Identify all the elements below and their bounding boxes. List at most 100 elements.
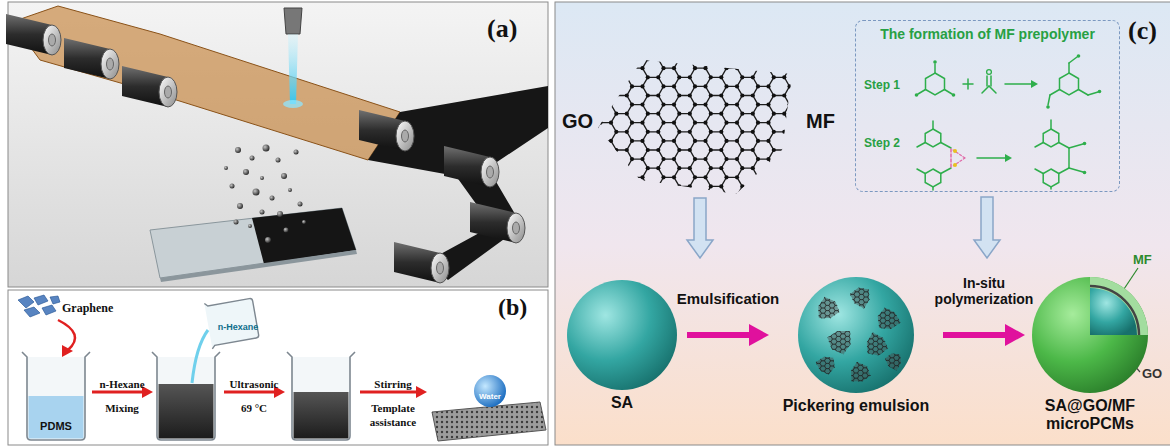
lattice-atom — [787, 157, 791, 161]
sphere-node: SA@GO/MF microPCMs — [1030, 277, 1150, 434]
panel-b-illustration — [157, 357, 215, 440]
chemical-structures — [1069, 144, 1083, 148]
sphere-shape — [798, 277, 914, 393]
chemical-structures — [914, 93, 918, 97]
lattice-atom — [598, 103, 602, 107]
label-slot: 69 °C — [241, 398, 267, 416]
lattice-atom — [751, 112, 755, 116]
panel-a-illustration — [359, 110, 414, 151]
lattice-atom — [772, 112, 776, 116]
lattice-atom — [640, 193, 644, 197]
lattice-atom — [772, 39, 776, 43]
panel-label: Water — [479, 392, 501, 401]
lattice-atom — [614, 203, 618, 207]
lattice-atom — [724, 48, 728, 52]
lattice-atom — [782, 148, 786, 152]
lattice-atom — [577, 193, 581, 197]
lattice-atom — [640, 84, 644, 88]
panel-label: MF — [1133, 253, 1152, 268]
lattice-atom — [661, 193, 665, 197]
lattice-atom — [625, 112, 629, 116]
lattice-atom — [593, 93, 597, 97]
lattice-atom — [782, 130, 786, 134]
lattice-atom — [772, 184, 776, 188]
ablated-particles — [224, 145, 306, 244]
chemical-structures — [1043, 169, 1059, 187]
ablated-particles — [302, 220, 306, 224]
step-label: Step 2 — [864, 137, 900, 151]
chemical-structures — [951, 93, 955, 97]
lattice-atom — [656, 39, 660, 43]
lattice-atom — [782, 57, 786, 61]
lattice-atom — [766, 175, 770, 179]
process-arrow — [687, 324, 769, 346]
ablated-particles — [288, 188, 292, 192]
lattice-atom — [766, 48, 770, 52]
panel-a-illustration — [64, 38, 119, 79]
chemical-structures — [918, 89, 926, 94]
chemical-structures — [940, 142, 950, 148]
chemical-structures — [940, 168, 950, 174]
panel-label: GO — [1142, 367, 1162, 382]
lattice-atom — [782, 112, 786, 116]
lattice-atom — [577, 103, 581, 107]
lattice-atom — [798, 157, 802, 161]
panel-a-illustration — [284, 8, 302, 34]
label-slot: (b) — [498, 294, 527, 322]
panel-b-illustration — [92, 391, 142, 394]
panel-b-illustration — [27, 357, 85, 440]
sphere-shape — [1090, 288, 1137, 335]
lattice-atom — [787, 212, 791, 216]
lattice-atom — [798, 48, 802, 52]
chemical-structures — [1068, 63, 1070, 73]
lattice-atom — [656, 130, 660, 134]
lattice-atom — [640, 157, 644, 161]
chemical-structures — [934, 64, 936, 73]
chemical-structures — [1005, 83, 1031, 85]
lattice-atom — [724, 121, 728, 125]
label-slot: Graphene — [62, 298, 113, 316]
lattice-atom — [787, 121, 791, 125]
panel-b-illustration — [192, 330, 208, 383]
lattice-atom — [772, 93, 776, 97]
lattice-atom — [677, 184, 681, 188]
lattice-atom — [583, 57, 587, 61]
lattice-atom — [593, 57, 597, 61]
panel-label: Mixing — [105, 402, 139, 415]
lattice-atom — [598, 121, 602, 125]
chemical-structures — [917, 169, 925, 174]
process-arrow — [943, 324, 1025, 346]
ablated-particles — [270, 196, 275, 201]
lattice-atom — [625, 130, 629, 134]
lattice-atom — [735, 103, 739, 107]
lattice-atom — [625, 203, 629, 207]
lattice-atom — [688, 203, 692, 207]
sphere-shape — [1032, 277, 1148, 393]
label-slot: n-Hexane — [99, 374, 144, 392]
pouring-beaker — [204, 295, 259, 349]
label-slot: Ultrasonic — [230, 374, 279, 392]
lattice-atom — [709, 203, 713, 207]
lattice-atom — [630, 66, 634, 70]
lattice-atom — [772, 166, 776, 170]
panel-b-illustration — [292, 357, 350, 440]
panel-b-illustration — [416, 386, 427, 398]
lattice-atom — [709, 130, 713, 134]
lattice-atom — [630, 193, 634, 197]
lattice-atom — [719, 93, 723, 97]
lattice-atom — [782, 75, 786, 79]
lattice-atom — [640, 175, 644, 179]
chemical-structures — [932, 187, 934, 190]
lattice-atom — [766, 157, 770, 161]
panel-label: Stirring — [374, 378, 411, 391]
lattice-atom — [735, 139, 739, 143]
lattice-bonds — [580, 41, 806, 214]
lattice-atom — [688, 112, 692, 116]
lattice-atom — [766, 84, 770, 88]
lattice-atom — [782, 184, 786, 188]
lattice-atom — [703, 193, 707, 197]
sphere-shape — [798, 277, 914, 393]
lattice-atom — [614, 148, 618, 152]
ablated-particles — [277, 211, 283, 217]
chemical-structures — [914, 54, 1101, 190]
